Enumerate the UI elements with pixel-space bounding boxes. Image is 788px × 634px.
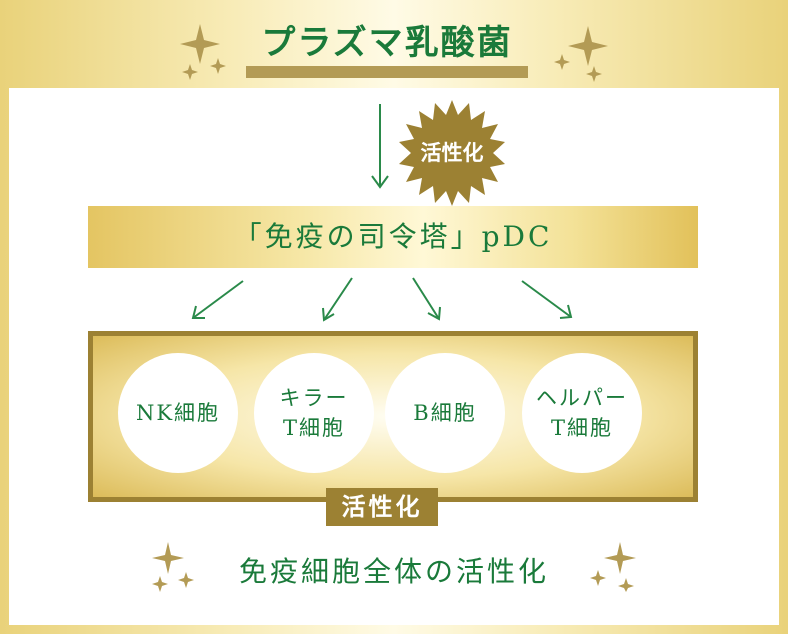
sparkle-icon (590, 542, 636, 592)
starburst-badge-icon (399, 100, 505, 206)
cell-label: NK細胞 (135, 401, 221, 425)
cell-label: キラー (279, 386, 349, 410)
pdc-bar (88, 206, 698, 268)
b-cell-circle: B細胞 (385, 353, 505, 473)
sparkle-icon (180, 24, 226, 80)
sparkle-icon (554, 26, 608, 82)
bottom-caption: 免疫細胞全体の活性化 (238, 555, 549, 588)
sparkle-icon (152, 542, 194, 592)
page-title: プラズマ乳酸菌 (261, 23, 513, 63)
nk-cell-circle: NK細胞 (118, 353, 238, 473)
cell-label: T細胞 (282, 416, 345, 440)
killer-t-cell-circle: キラー T細胞 (254, 353, 374, 473)
cell-label: B細胞 (413, 401, 477, 425)
cell-label: T細胞 (550, 416, 613, 440)
cell-label: ヘルパー (536, 386, 628, 410)
top-badge-label: 活性化 (420, 141, 484, 165)
helper-t-cell-circle: ヘルパー T細胞 (522, 353, 642, 473)
pdc-label: 「免疫の司令塔」pDC (233, 220, 553, 253)
title-underline (246, 66, 528, 78)
activation-label: 活性化 (326, 488, 438, 526)
